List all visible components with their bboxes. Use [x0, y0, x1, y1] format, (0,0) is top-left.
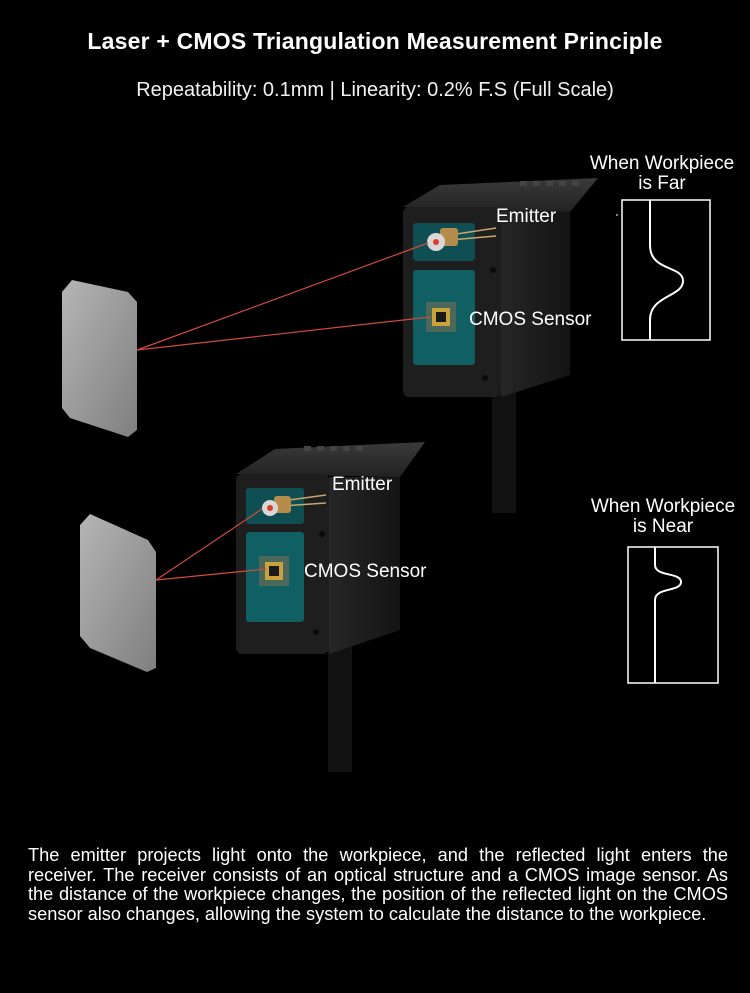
far-sensor-vents [520, 181, 579, 186]
description-paragraph: The emitter projects light onto the work… [28, 845, 728, 924]
near-plot-curve [654, 547, 683, 683]
near-sensor-top [236, 442, 425, 477]
near-cmos-label: CMOS Sensor [304, 561, 427, 582]
page-title: Laser + CMOS Triangulation Measurement P… [87, 28, 663, 54]
far-laser-out [136, 242, 429, 351]
near-sensor-vents [304, 446, 363, 451]
near-plot-title-line1: When Workpiece [590, 496, 736, 517]
near-plot-frame [627, 546, 719, 684]
far-cmos-label: CMOS Sensor [469, 309, 592, 330]
near-laser-out [155, 508, 263, 581]
near-laser-return [155, 568, 267, 581]
near-sensor-side [329, 477, 400, 654]
near-emitter-label: Emitter [332, 474, 393, 495]
far-emitter-label: Emitter [496, 206, 557, 227]
far-laser-return [136, 316, 431, 351]
near-plot-title: When Workpiece is Near [578, 497, 748, 537]
near-emitter-can [274, 496, 291, 513]
near-workpiece [80, 514, 156, 672]
far-workpiece [62, 280, 137, 437]
near-sensor-cable [328, 640, 352, 772]
far-plot-title-line2: is Far [638, 173, 686, 194]
far-plot-frame [621, 199, 711, 341]
far-sensor-top [403, 178, 598, 212]
far-plot-title-line1: When Workpiece [589, 153, 735, 174]
far-plot-title: When Workpiece is Far [577, 154, 747, 194]
page-subtitle: Repeatability: 0.1mm | Linearity: 0.2% F… [136, 79, 614, 101]
far-plot-curve [649, 200, 685, 340]
far-sensor-side [501, 210, 570, 397]
near-plot-title-line2: is Near [632, 516, 694, 537]
